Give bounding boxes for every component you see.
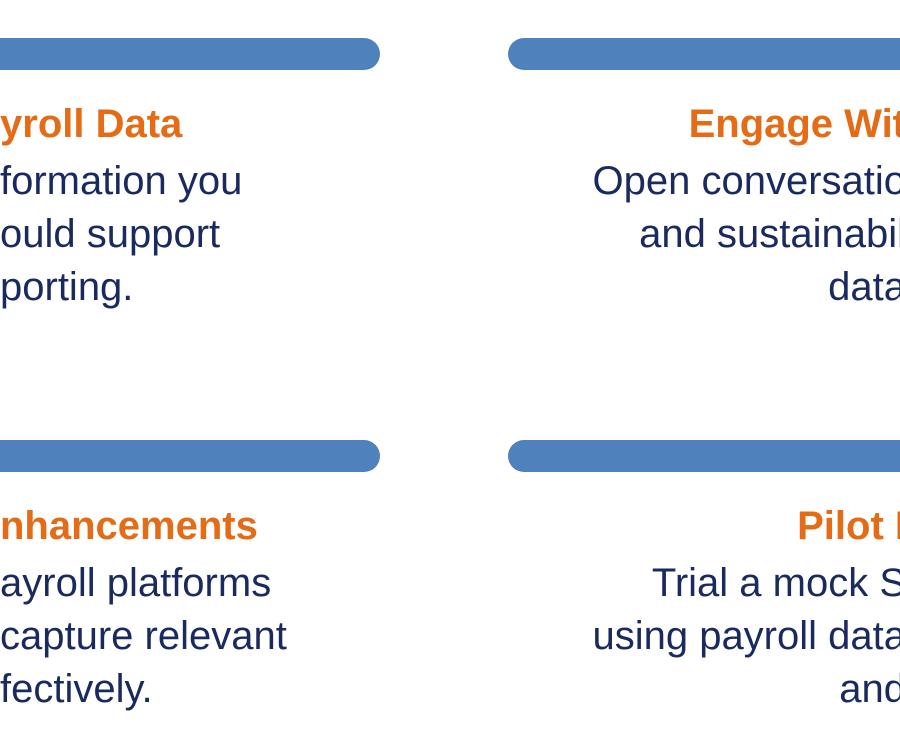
panel-title: Engage Wit bbox=[688, 102, 900, 146]
bottom-right-header-bar bbox=[508, 440, 900, 472]
panel-text-line: and bbox=[839, 667, 900, 711]
panel-title: nhancements bbox=[0, 504, 258, 548]
bottom-left-panel: nhancements ayroll platforms capture rel… bbox=[0, 506, 287, 716]
panel-text-line: fectively. bbox=[0, 667, 153, 711]
panel-text-line: data bbox=[828, 265, 900, 309]
top-right-header-bar bbox=[508, 38, 900, 70]
panel-text-line: using payroll data bbox=[592, 614, 900, 658]
panel-text-line: and sustainabil bbox=[639, 212, 900, 256]
bottom-right-panel: Pilot I Trial a mock S using payroll dat… bbox=[592, 506, 900, 716]
panel-text-line: porting. bbox=[0, 265, 134, 309]
panel-text-line: formation you bbox=[0, 159, 243, 203]
panel-title: Pilot I bbox=[797, 504, 900, 548]
top-right-panel: Engage Wit Open conversatio and sustaina… bbox=[592, 104, 900, 314]
panel-text-line: Open conversatio bbox=[592, 159, 900, 203]
top-left-header-bar bbox=[0, 38, 380, 70]
bottom-left-header-bar bbox=[0, 440, 380, 472]
panel-text-line: capture relevant bbox=[0, 614, 287, 658]
panel-text-line: ould support bbox=[0, 212, 221, 256]
panel-text-line: Trial a mock S bbox=[651, 561, 900, 605]
panel-title: yroll Data bbox=[0, 102, 183, 146]
top-left-panel: yroll Data formation you ould support po… bbox=[0, 104, 242, 314]
panel-text-line: ayroll platforms bbox=[0, 561, 272, 605]
